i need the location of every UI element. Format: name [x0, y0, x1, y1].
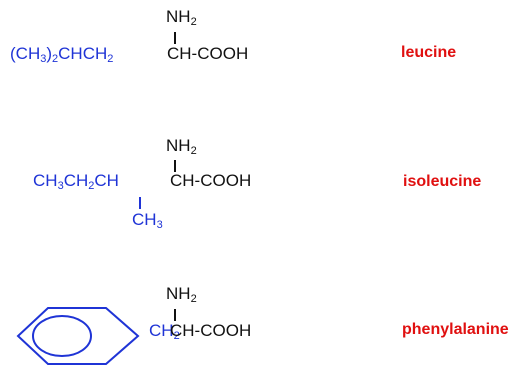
- isoleucine-branch-group: CH3: [132, 210, 163, 231]
- leucine-backbone: CH-COOH: [167, 44, 249, 63]
- phenylalanine-name: phenylalanine: [402, 321, 509, 338]
- leucine-amino-group: NH2: [166, 7, 197, 28]
- leucine-name: leucine: [401, 44, 457, 61]
- isoleucine-amino-bond: [174, 160, 176, 172]
- leucine-side-chain: (CH3)2CHCH2: [10, 44, 114, 65]
- phenylalanine-amino-group: NH2: [166, 284, 197, 305]
- phenylalanine-side-chain: CH2: [149, 321, 180, 342]
- phenylalanine-backbone: CH-COOH: [170, 321, 252, 340]
- isoleucine-side-chain: CH3CH2CH: [33, 171, 119, 192]
- benzene-ring-icon: [16, 307, 140, 365]
- isoleucine-branch-bond: [139, 197, 141, 209]
- leucine-amino-bond: [174, 32, 176, 44]
- phenylalanine-amino-bond: [174, 309, 176, 321]
- isoleucine-backbone: CH-COOH: [170, 171, 252, 190]
- isoleucine-name: isoleucine: [403, 173, 482, 190]
- isoleucine-amino-group: NH2: [166, 136, 197, 157]
